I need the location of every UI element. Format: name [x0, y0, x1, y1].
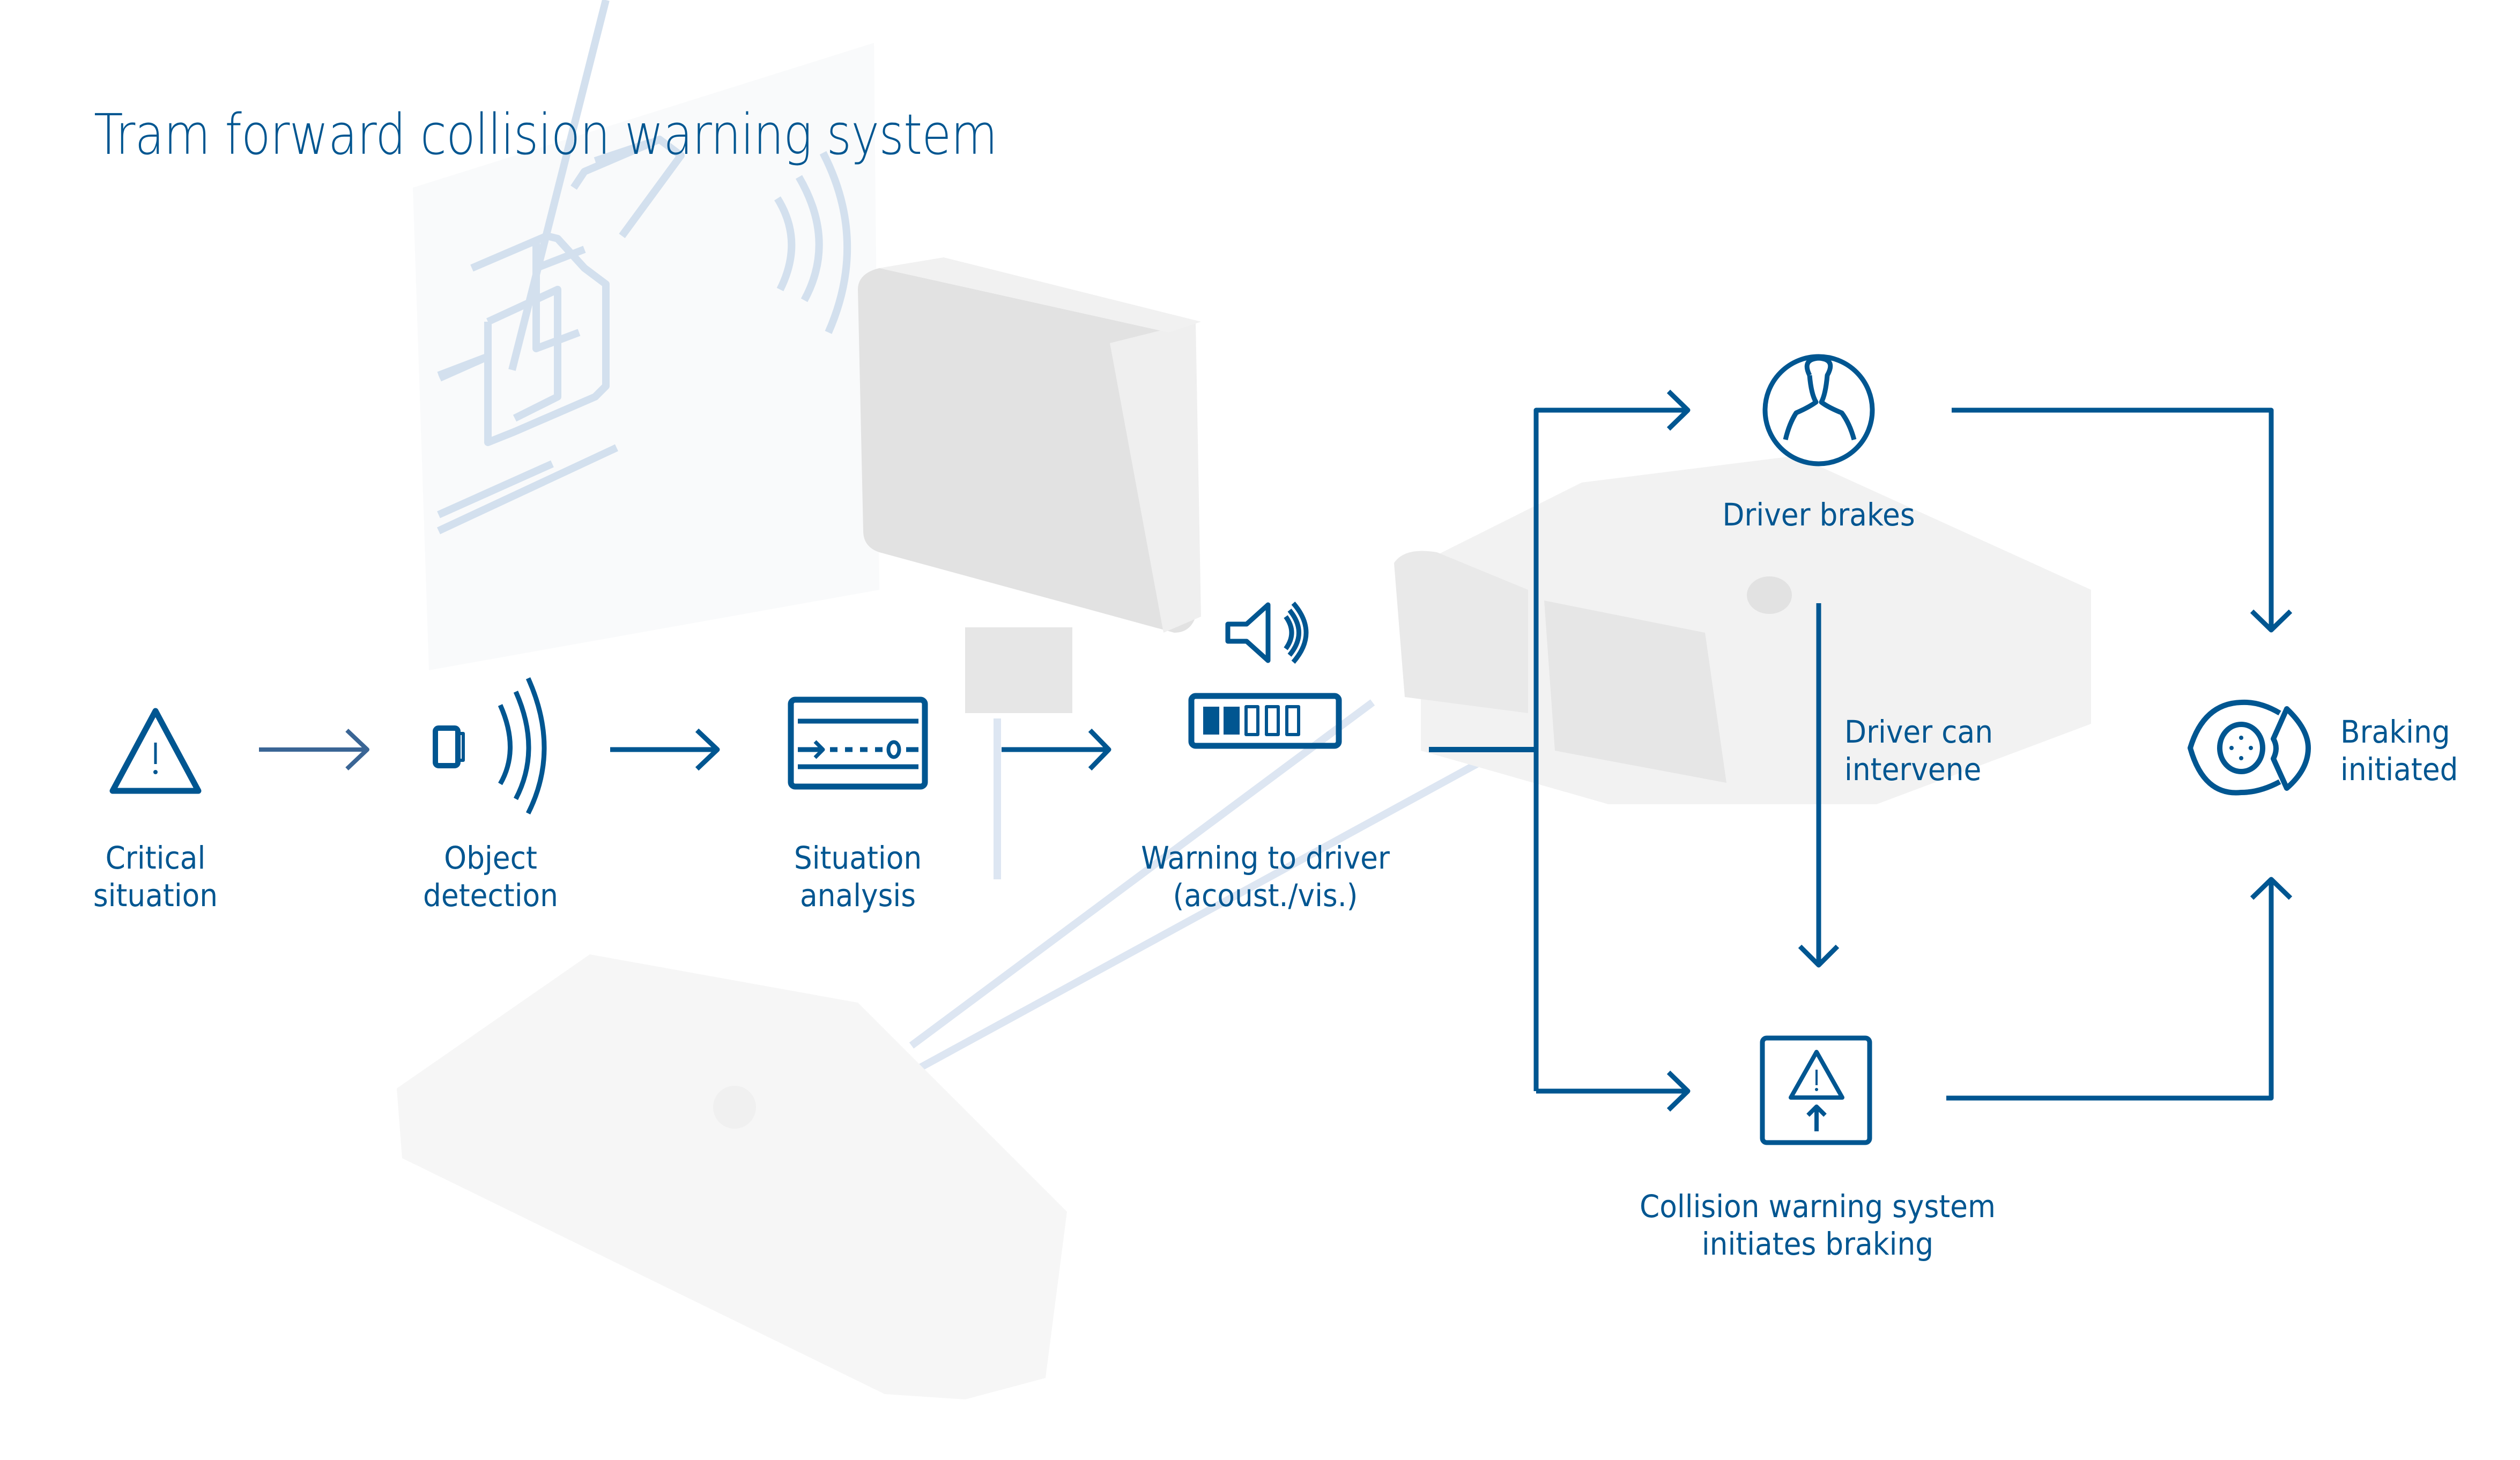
sensor-device: [858, 257, 1201, 713]
level-segment-empty: [1265, 705, 1280, 736]
label-line: Critical: [105, 840, 206, 876]
branch-lines: [1533, 389, 2293, 1112]
arrow-2: [610, 728, 720, 771]
level-segment-filled: [1224, 707, 1240, 735]
step-label-object-detection: Object detection: [417, 839, 565, 914]
warning-level-indicator: [1188, 693, 1342, 749]
label-line: initiates braking: [1701, 1226, 1934, 1262]
branch-label-braking-initiated: Braking initiated: [2340, 713, 2458, 788]
label-line: (acoust./vis.): [1173, 877, 1358, 914]
step-label-situation-analysis: Situation analysis: [784, 839, 932, 914]
label-line: Driver brakes: [1722, 496, 1915, 533]
label-line: Object: [444, 840, 537, 876]
tram-illustration: [437, 0, 851, 535]
label-line: Driver can: [1844, 714, 1993, 750]
level-segment-empty: [1285, 705, 1300, 736]
branch-label-system-braking: Collision warning system initiates braki…: [1620, 1188, 2015, 1263]
label-line: initiated: [2340, 751, 2458, 788]
label-line: Situation: [794, 840, 922, 876]
arrow-3: [1002, 728, 1111, 771]
label-line: intervene: [1844, 751, 1982, 788]
level-segment-filled: [1203, 707, 1219, 735]
page-title: Tram forward collision warning system: [94, 102, 998, 167]
step-label-critical-situation: Critical situation: [81, 839, 229, 914]
binary-panel: [413, 43, 879, 670]
arrow-1: [259, 729, 369, 770]
sensor-waves-icon: [433, 677, 547, 815]
analysis-display-icon: [788, 696, 928, 790]
branch-label-driver-brakes: Driver brakes: [1720, 496, 1917, 533]
branch-label-driver-can-intervene: Driver can intervene: [1844, 713, 1993, 788]
level-segment-empty: [1244, 705, 1259, 736]
label-line: situation: [93, 877, 218, 914]
driver-person-icon: [1762, 354, 1875, 466]
step-label-warning-to-driver: Warning to driver (acoust./vis.): [1117, 839, 1413, 914]
speaker-icon: [1225, 602, 1309, 664]
label-line: Collision warning system: [1640, 1188, 1996, 1225]
cable-stripes: [909, 699, 1503, 1076]
label-line: Warning to driver: [1141, 840, 1390, 876]
camera-ecu-device: [397, 954, 1067, 1399]
label-line: detection: [423, 877, 558, 914]
label-line: analysis: [799, 877, 916, 914]
brake-disc-icon: [2188, 699, 2311, 796]
label-line: Braking: [2340, 714, 2450, 750]
ecu-device: [1394, 456, 2091, 804]
warning-arrow-box-icon: [1760, 1035, 1872, 1145]
warning-triangle-icon: [109, 708, 202, 794]
